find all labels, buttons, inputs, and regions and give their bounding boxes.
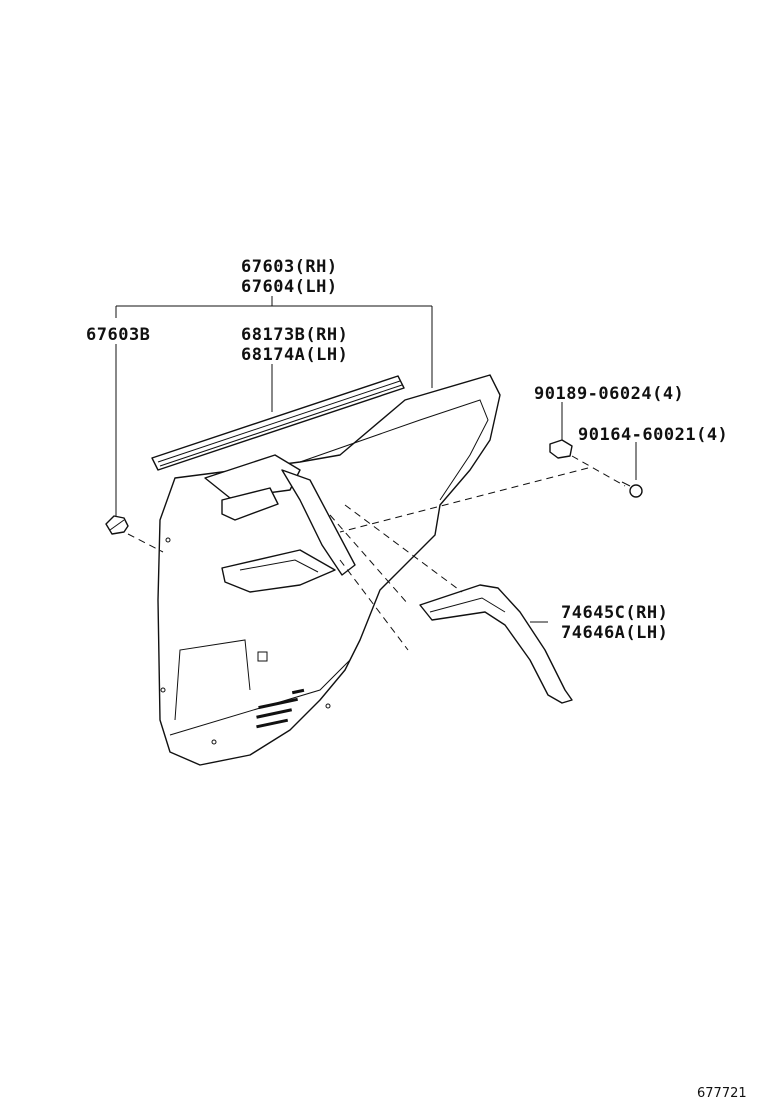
weatherstrip-edge	[157, 380, 401, 463]
dash-armrest-2	[344, 504, 463, 593]
trim-handle-recess	[221, 487, 279, 521]
armrest-trim-part	[419, 584, 573, 704]
screw-head	[629, 484, 643, 498]
trim-window-edge	[299, 399, 489, 501]
label-weatherstrip-lh: 68174A(LH)	[241, 345, 349, 365]
dash-retainer-screw	[571, 455, 626, 487]
retainer-body	[549, 439, 573, 459]
trim-hole-1	[211, 739, 217, 745]
speaker-slot-1	[258, 697, 298, 710]
dash-armrest-1	[329, 514, 409, 605]
label-trim-board-lh: 67604(LH)	[241, 277, 338, 297]
weatherstrip-edge-2	[159, 384, 403, 467]
clip-part	[105, 515, 129, 535]
label-screw: 90164-60021(4)	[578, 425, 729, 445]
weatherstrip-part	[151, 375, 405, 471]
screw-shank	[621, 481, 631, 487]
label-clip: 67603B	[86, 325, 151, 345]
label-trim-board-rh: 67603(RH)	[241, 257, 338, 277]
armrest-trim-edge	[429, 597, 506, 613]
leader-lines	[115, 296, 637, 623]
speaker-slot-4	[291, 688, 305, 695]
label-weatherstrip-rh: 68173B(RH)	[241, 325, 349, 345]
speaker-slot-2	[256, 708, 293, 719]
retainer-part	[549, 439, 573, 459]
dash-clip	[127, 533, 164, 553]
label-retainer: 90189-06024(4)	[534, 384, 685, 404]
trim-hole-3	[160, 687, 166, 693]
trim-clip-seat	[257, 651, 268, 662]
armrest-trim-body	[419, 584, 573, 704]
illustration-reference-number: 677721	[697, 1086, 747, 1101]
trim-hole-4	[165, 537, 171, 543]
label-armrest-rh: 74645C(RH)	[561, 603, 669, 623]
clip-stem	[109, 519, 125, 531]
screw-part	[621, 481, 643, 498]
weatherstrip-body	[151, 375, 405, 471]
dash-screw-trim	[339, 467, 589, 533]
assembly-dashed-lines	[127, 455, 626, 651]
trim-armrest-pad	[221, 549, 336, 593]
dash-armrest-3	[339, 559, 409, 651]
trim-pocket	[174, 639, 251, 721]
label-armrest-lh: 74646A(LH)	[561, 623, 669, 643]
speaker-slot-3	[256, 718, 289, 729]
trim-switch-strip	[281, 469, 356, 576]
trim-hole-2	[325, 703, 331, 709]
trim-armrest-detail	[239, 559, 319, 573]
door-trim-board	[157, 374, 501, 766]
trim-lower-edge	[169, 659, 351, 736]
